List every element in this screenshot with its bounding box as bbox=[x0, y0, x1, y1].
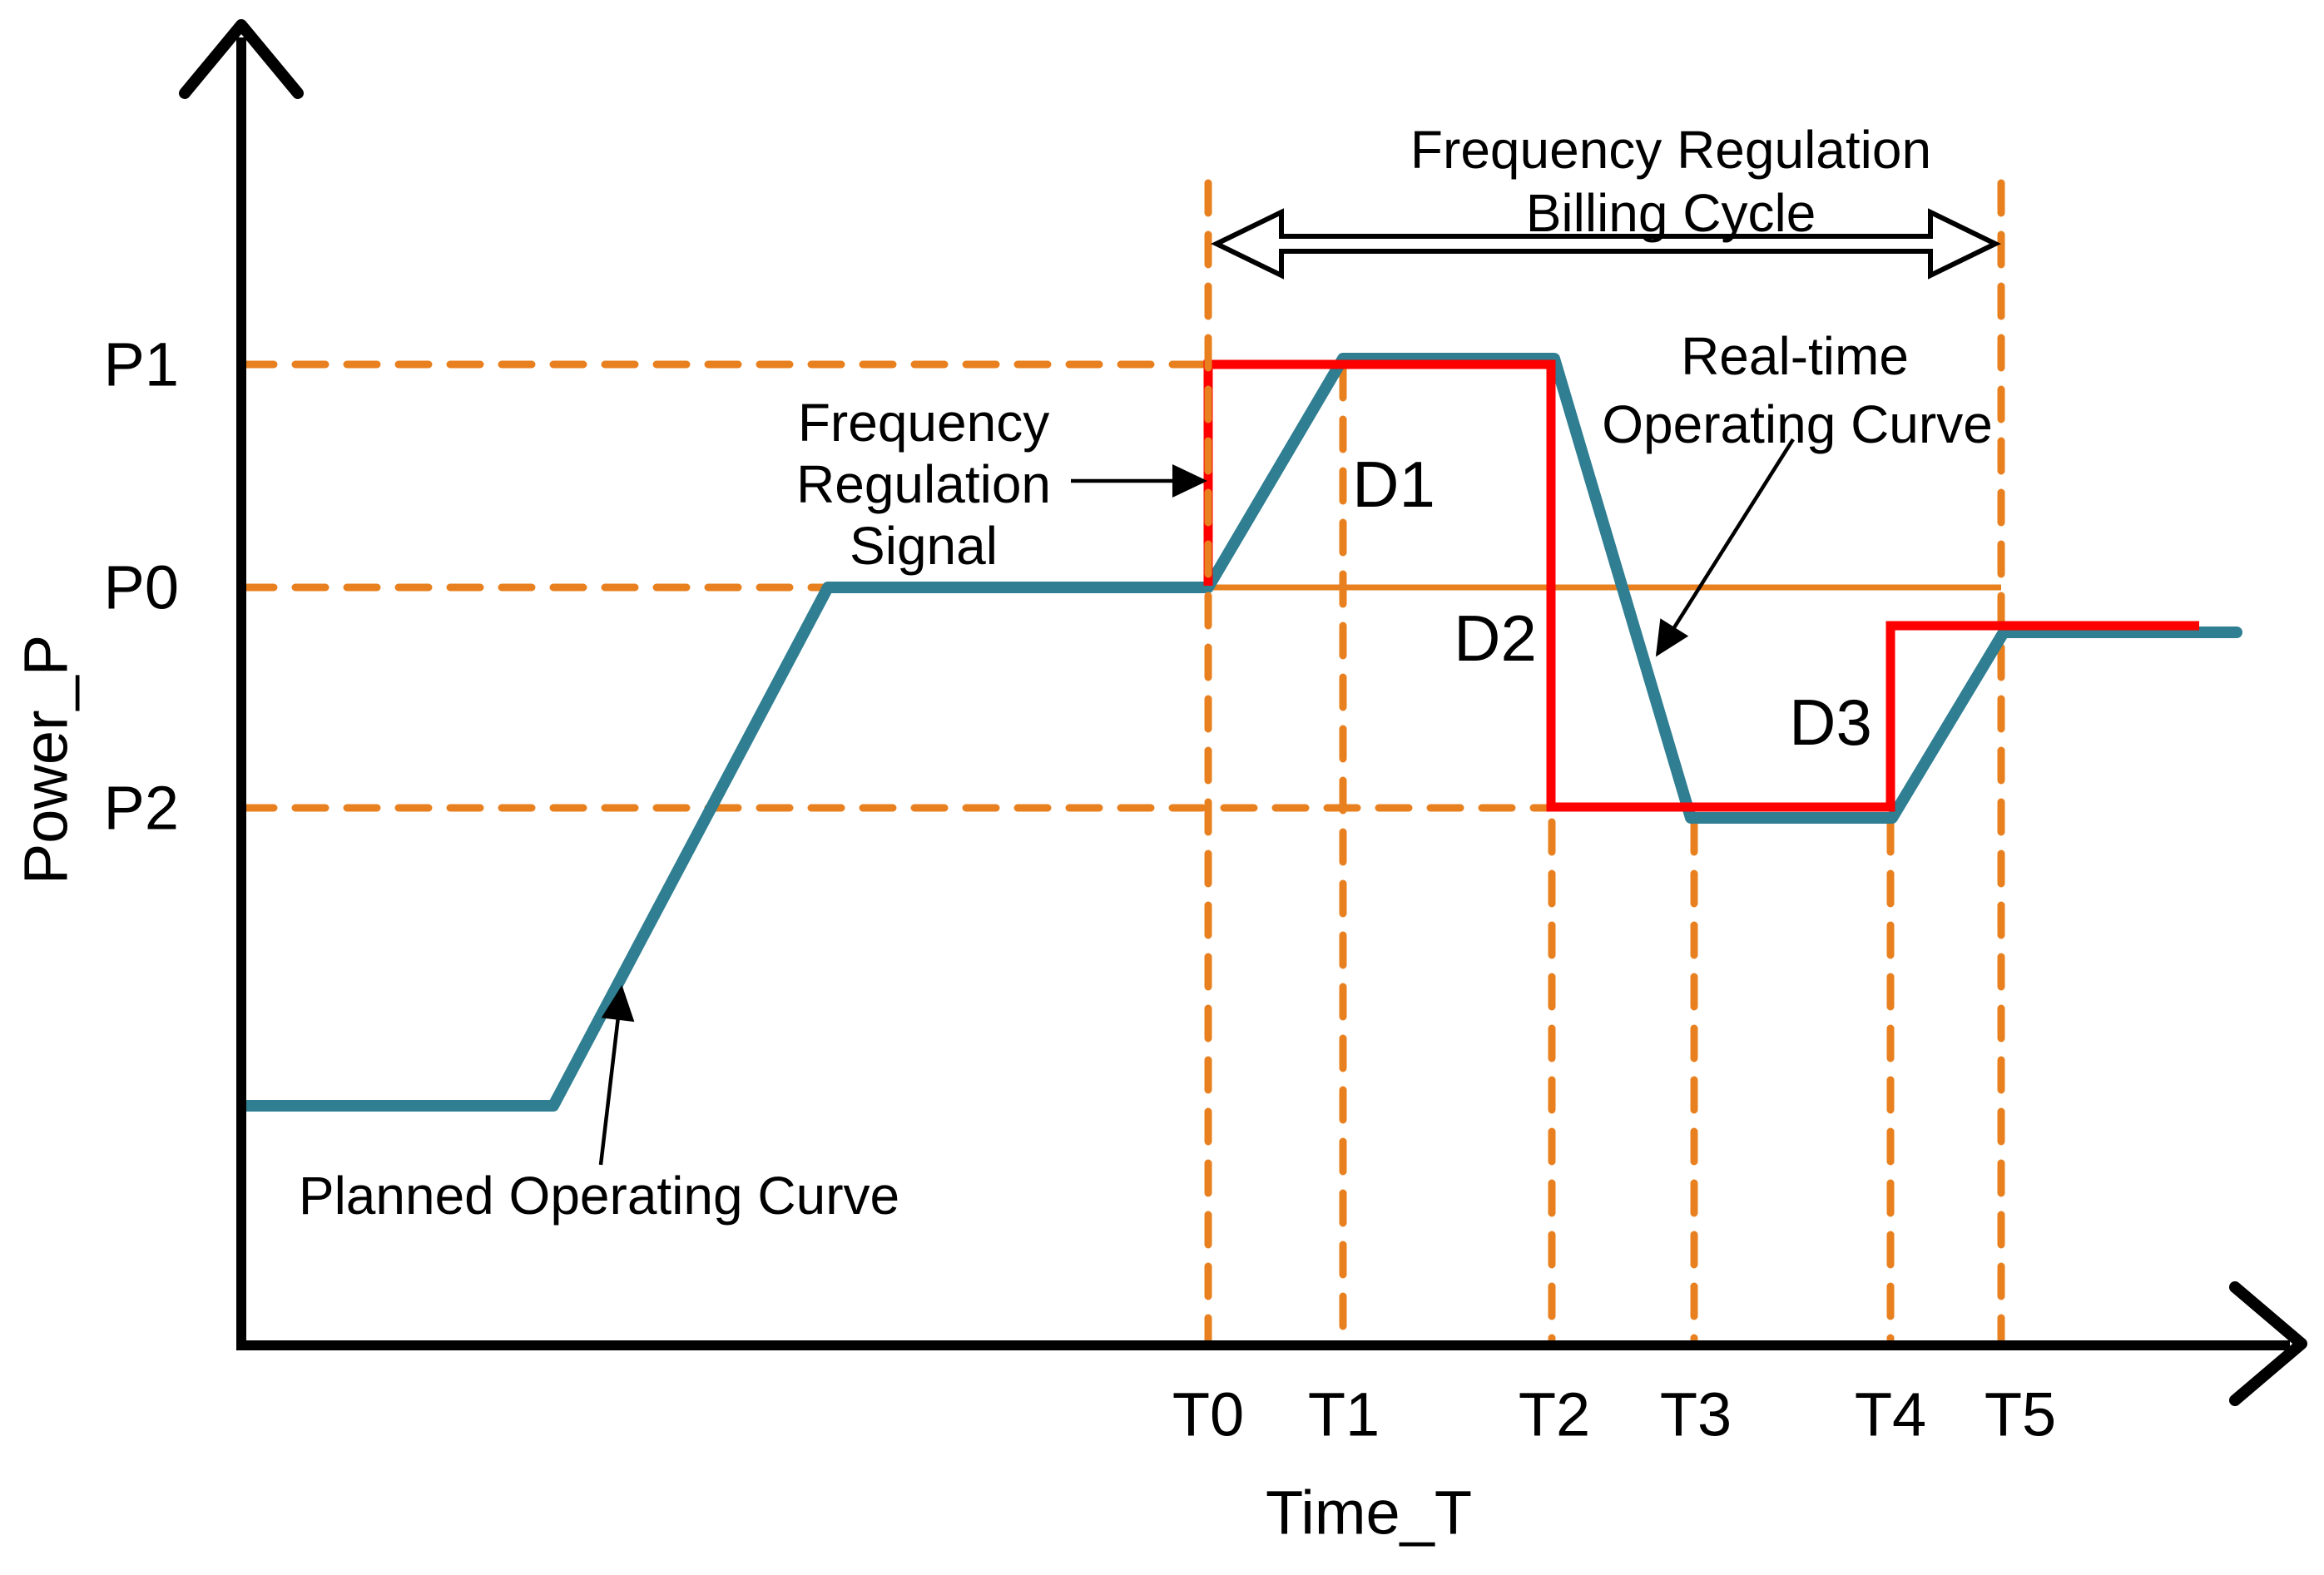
freq-signal-label-line3: Signal bbox=[850, 516, 998, 576]
realtime-label-line1: Real-time bbox=[1681, 326, 1909, 386]
billing-cycle-label-line2: Billing Cycle bbox=[1526, 183, 1816, 243]
realtime-arrow bbox=[1655, 438, 1795, 657]
annotation-arrows-group bbox=[598, 438, 1795, 1166]
billing-arrow-group bbox=[1211, 208, 2001, 280]
y-axis-arrowhead bbox=[179, 19, 304, 99]
operating-curve bbox=[240, 353, 2242, 1112]
billing-cycle-label-line1: Frequency Regulation bbox=[1410, 120, 1931, 180]
x-tick-t1: T1 bbox=[1308, 1380, 1380, 1449]
y-tick-p1: P1 bbox=[103, 330, 179, 399]
operating-curve-group bbox=[240, 353, 2242, 1112]
freq-signal-label-line2: Regulation bbox=[796, 454, 1051, 514]
x-axis-arrowhead bbox=[2229, 1281, 2307, 1406]
freq-signal-label-line1: Frequency bbox=[798, 393, 1049, 453]
realtime-label-line2: Operating Curve bbox=[1602, 394, 1993, 454]
x-tick-t0: T0 bbox=[1172, 1380, 1244, 1449]
planned-curve-label: Planned Operating Curve bbox=[299, 1166, 899, 1226]
deviation-label-d3: D3 bbox=[1789, 686, 1872, 759]
x-axis-title: Time_T bbox=[1266, 1478, 1472, 1548]
y-tick-p0: P0 bbox=[103, 553, 179, 622]
x-tick-t3: T3 bbox=[1660, 1380, 1732, 1449]
y-tick-p2: P2 bbox=[103, 774, 179, 843]
y-axis-title: Power_P bbox=[12, 635, 81, 884]
x-tick-t4: T4 bbox=[1855, 1380, 1926, 1449]
deviation-label-d1: D1 bbox=[1352, 448, 1435, 521]
reference-dashed-lines bbox=[240, 179, 2005, 1344]
billing-cycle-double-arrow bbox=[1211, 208, 2001, 280]
axes-group bbox=[179, 19, 2307, 1406]
planned-arrow bbox=[598, 985, 635, 1166]
text-layer: Power_P Time_T P1 P0 P2 T0 T1 T2 T3 T4 T… bbox=[12, 120, 2057, 1548]
x-tick-t5: T5 bbox=[1985, 1380, 2056, 1449]
x-tick-t2: T2 bbox=[1519, 1380, 1590, 1449]
deviation-label-d2: D2 bbox=[1454, 602, 1537, 675]
axes bbox=[236, 37, 2290, 1350]
